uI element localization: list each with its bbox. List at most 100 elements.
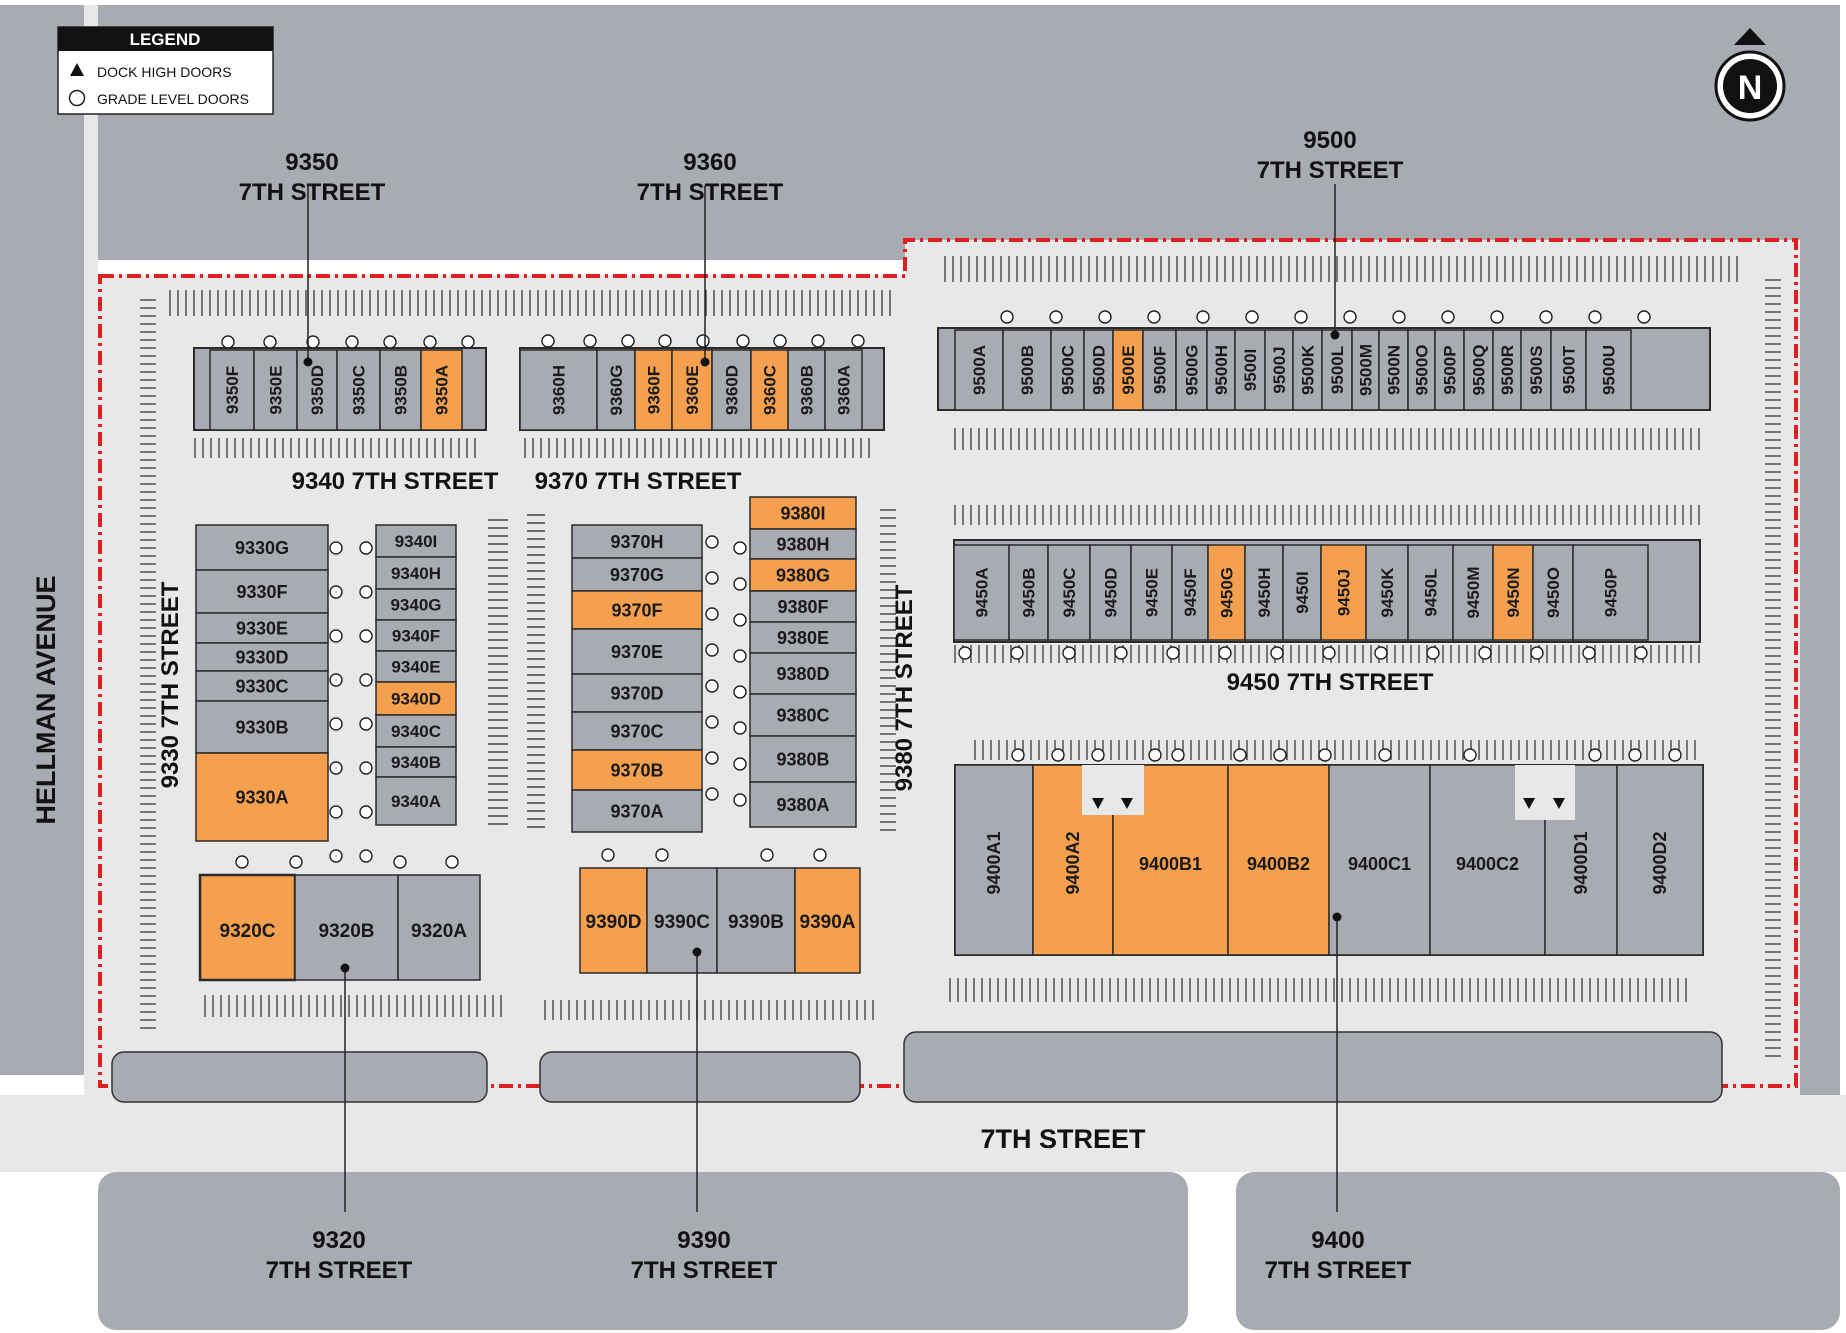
- address-number-9390: 9390: [677, 1227, 730, 1254]
- grade-door-icon: [1634, 646, 1648, 660]
- grade-door-icon: [1294, 310, 1308, 324]
- grade-door-icon: [1490, 310, 1504, 324]
- unit-label-9390D: 9390D: [586, 912, 642, 933]
- east-parcel: [1800, 5, 1840, 1095]
- grade-door-icon: [1011, 748, 1025, 762]
- grade-door-icon: [733, 613, 747, 627]
- grade-door-icon: [811, 334, 825, 348]
- unit-label-9500Q: 9500Q: [1470, 344, 1489, 395]
- unit-label-9450E: 9450E: [1143, 568, 1162, 617]
- grade-door-icon: [655, 848, 669, 862]
- grade-door-icon: [733, 793, 747, 807]
- unit-label-9340B: 9340B: [391, 753, 441, 772]
- unit-9500F: [1142, 329, 1177, 411]
- unit-label-9450H: 9450H: [1255, 567, 1274, 617]
- unit-9350F: [209, 349, 255, 431]
- north-label: N: [1738, 69, 1763, 107]
- grade-door-icon: [705, 571, 719, 585]
- address-number-9500: 9500: [1303, 127, 1356, 154]
- grade-door-icon: [1637, 310, 1651, 324]
- unit-9500B: [1002, 329, 1052, 411]
- triangle-icon: [70, 63, 84, 76]
- unit-9500A: [954, 329, 1004, 411]
- grade-door-icon: [760, 848, 774, 862]
- dock-door-icon: [1121, 798, 1133, 809]
- unit-9500P: [1434, 329, 1465, 411]
- legend: LEGEND DOCK HIGH DOORS GRADE LEVEL DOORS: [57, 26, 274, 115]
- unit-label-9340A: 9340A: [391, 792, 441, 811]
- grade-door-icon: [359, 761, 373, 775]
- street-9370: 9370 7TH STREET: [535, 468, 742, 495]
- unit-9500U: [1585, 329, 1632, 411]
- unit-label-9360F: 9360F: [645, 366, 664, 414]
- island-south-1: [111, 1051, 488, 1103]
- address-number-9400: 9400: [1311, 1227, 1364, 1254]
- grade-door-icon: [1166, 646, 1180, 660]
- unit-9500K: [1292, 329, 1323, 411]
- grade-door-icon: [705, 535, 719, 549]
- unit-label-9450C: 9450C: [1060, 567, 1079, 617]
- unit-9500H: [1206, 329, 1236, 411]
- unit-label-9450F: 9450F: [1181, 568, 1200, 616]
- unit-9450K: [1365, 544, 1409, 641]
- grade-door-icon: [329, 717, 343, 731]
- grade-door-icon: [359, 717, 373, 731]
- unit-label-9400A1: 9400A1: [984, 831, 1004, 894]
- hellman-road: [84, 5, 98, 1095]
- unit-label-9500E: 9500E: [1119, 345, 1138, 394]
- grade-door-icon: [1051, 748, 1065, 762]
- unit-label-9340E: 9340E: [391, 658, 440, 677]
- unit-label-9360D: 9360D: [723, 365, 742, 415]
- north-ring-inner: [1723, 59, 1777, 113]
- unit-label-9320A: 9320A: [411, 921, 467, 942]
- west-parcel: [0, 5, 84, 1075]
- unit-9340A: [375, 776, 457, 826]
- grade-door-icon: [1218, 646, 1232, 660]
- grade-door-icon: [359, 673, 373, 687]
- leader-dot-9350: [303, 357, 313, 367]
- unit-label-9350C: 9350C: [350, 365, 369, 415]
- grade-door-icon: [705, 715, 719, 729]
- grade-door-icon: [1114, 646, 1128, 660]
- unit-label-9330G: 9330G: [235, 538, 289, 558]
- grade-door-icon: [1049, 310, 1063, 324]
- grade-door-icon: [1426, 646, 1440, 660]
- grade-door-icon: [1062, 646, 1076, 660]
- unit-label-9400C2: 9400C2: [1456, 854, 1519, 874]
- grade-door-icon: [705, 787, 719, 801]
- unit-label-9360G: 9360G: [607, 364, 626, 415]
- unit-9500C: [1050, 329, 1085, 411]
- unit-9400A1: [954, 764, 1034, 956]
- unit-9340I: [375, 524, 457, 558]
- unit-9360D: [711, 349, 752, 431]
- unit-label-9340C: 9340C: [391, 722, 441, 741]
- unit-label-9370B: 9370B: [610, 760, 663, 780]
- grade-door-icon: [1539, 310, 1553, 324]
- unit-label-9500S: 9500S: [1527, 345, 1546, 394]
- dock-door-icon: [1523, 798, 1535, 809]
- unit-9340F: [375, 619, 457, 652]
- grade-door-icon: [1148, 748, 1162, 762]
- address-number-9360: 9360: [683, 149, 736, 176]
- unit-9360A: [824, 349, 863, 431]
- grade-door-icon: [1273, 748, 1287, 762]
- unit-label-9500T: 9500T: [1560, 345, 1579, 394]
- unit-label-9500G: 9500G: [1183, 344, 1202, 395]
- unit-label-9360C: 9360C: [761, 365, 780, 415]
- grade-door-icon: [541, 334, 555, 348]
- unit-9360G: [596, 349, 636, 431]
- grade-door-icon: [329, 629, 343, 643]
- grade-door-icon: [1582, 646, 1596, 660]
- grade-door-icon: [733, 685, 747, 699]
- unit-9370D: [571, 673, 703, 713]
- grade-door-icon: [773, 334, 787, 348]
- unit-label-9340H: 9340H: [391, 564, 441, 583]
- unit-label-9370H: 9370H: [610, 532, 663, 552]
- grade-door-icon: [1378, 748, 1392, 762]
- unit-label-9500O: 9500O: [1413, 344, 1432, 395]
- island-south-3: [903, 1031, 1723, 1103]
- dock-notch-a: [1082, 765, 1144, 815]
